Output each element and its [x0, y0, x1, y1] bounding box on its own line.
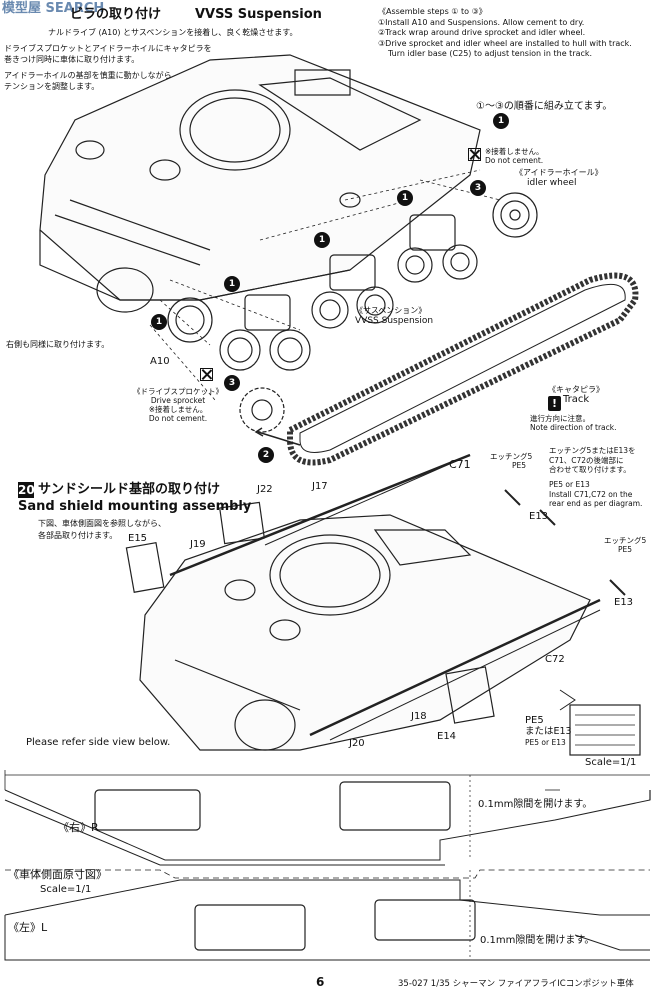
warning-icon: ! [548, 396, 561, 411]
etch-note-en: PE5 or E13 Install C71,C72 on the rear e… [549, 480, 642, 509]
watermark: 模型屋 SEARCH [2, 1, 105, 16]
sprocket-en: Drive sprocket [150, 396, 206, 405]
idler-jp: 《アイドラーホイール》 [515, 168, 603, 177]
no-cement-icon [468, 148, 481, 161]
assembly-step: ②Track wrap around drive sprocket and id… [378, 28, 586, 37]
part-e13-upper: E13 [529, 511, 549, 522]
step-circle-1: 1 [151, 314, 167, 330]
part-j19: J19 [190, 539, 206, 550]
part-a10: A10 [150, 356, 170, 367]
sprocket-no-cement-icon [200, 368, 213, 381]
product-code: 35-027 1/35 シャーマン ファイアフライICコンポジット車体 [398, 979, 634, 989]
etch-note-line: 合わせて取り付けます。 [549, 465, 631, 474]
etch-note-line: エッチング5またはE13を [549, 446, 636, 455]
direction-jp: 進行方向に注意。 [530, 414, 590, 423]
direction-en: Note direction of track. [530, 423, 617, 432]
track-jp: 《キャタピラ》 [548, 385, 604, 394]
side-view-title: 《車体側面原寸図》 [8, 868, 107, 881]
assembly-steps: 《Assemble steps ① to ③》 ①Install A10 and… [378, 7, 632, 60]
intro-line: テンションを調整します。 [4, 82, 100, 91]
part-e15: E15 [128, 533, 148, 544]
step-circle-1: 1 [224, 276, 240, 292]
part-c71: C71 [449, 458, 471, 471]
track-label: 《キャタピラ》 Track [548, 385, 604, 405]
step19-title-en: VVSS Suspension [195, 7, 322, 22]
etch-pe: PE5 [618, 545, 633, 554]
intro-line: ドライブスプロケットとアイドラーホイルにキャタピラを [4, 44, 212, 53]
step-circle-3: 3 [224, 375, 240, 391]
step20-number: 20 [18, 482, 35, 498]
assembly-step: Turn idler base (C25) to adjust tension … [388, 49, 593, 58]
intro-line: ナルドライブ (A10) とサスペンションを接着し、良く乾燥させます。 [48, 28, 298, 37]
pe5-or-e13: PE5 またはE13 PE5 or E13 [525, 715, 572, 748]
pe5-line: またはE13 [525, 726, 572, 737]
etch-label-right: エッチング5 PE5 [604, 536, 646, 554]
no-cement-en: Do not cement. [485, 156, 544, 165]
track-en: Track [563, 394, 590, 405]
step20-scale: Scale=1/1 [585, 757, 637, 768]
assembly-step: ①Install A10 and Suspensions. Allow ceme… [378, 17, 585, 27]
etch-note-jp: エッチング5またはE13を C71、C72の後端部に 合わせて取り付けます。 [549, 446, 636, 475]
assembly-steps-title: 《Assemble steps ① to ③》 [378, 7, 487, 16]
idler-label: 《アイドラーホイール》 idler wheel [515, 168, 603, 188]
pe5-line: PE5 or E13 [525, 738, 566, 747]
track-direction: 進行方向に注意。 Note direction of track. [530, 414, 616, 432]
part-j17: J17 [312, 481, 328, 492]
part-c72: C72 [545, 654, 565, 665]
etch-jp: エッチング5 [490, 452, 533, 461]
assembly-step: ③Drive sprocket and idler wheel are inst… [378, 38, 632, 48]
pe5-line: PE5 [525, 715, 544, 726]
step20-title-en: Sand shield mounting assembly [18, 499, 252, 514]
idler-en: idler wheel [527, 178, 577, 188]
suspension-jp: 《サスペンション》 [355, 306, 427, 315]
sprocket-no-cement-jp: ※接着しません。 [148, 405, 208, 414]
intro-line: アイドラーホイルの基部を慎重に動かしながら [4, 71, 172, 80]
step19-title-jp: ビラの取り付け [70, 7, 162, 22]
sprocket-label: 《ドライブスプロケット》 Drive sprocket ※接着しません。 Do … [133, 387, 223, 423]
part-e13-right: E13 [614, 597, 634, 608]
etch-note-line: PE5 or E13 [549, 480, 590, 489]
part-e14: E14 [437, 731, 457, 742]
intro-line: 各部品取り付けます。 [38, 531, 118, 540]
step-circle-3: 3 [470, 180, 486, 196]
no-cement-note: ※接着しません。 Do not cement. [485, 147, 544, 165]
suspension-label: 《サスペンション》 VVSS Suspension [355, 306, 433, 326]
gap-note-right: 0.1mm隙間を開けます。 [478, 799, 593, 810]
part-j18: J18 [411, 711, 427, 722]
sprocket-jp: 《ドライブスプロケット》 [133, 387, 223, 396]
intro-line: 下図、車体側面図を参照しながら、 [38, 519, 166, 528]
part-j22: J22 [257, 484, 273, 495]
etch-note-line: rear end as per diagram. [549, 499, 643, 508]
etch-note-line: C71、C72の後端部に [549, 455, 624, 465]
step-circle-1: 1 [397, 190, 413, 206]
side-view-scale: Scale=1/1 [40, 884, 92, 895]
gap-note-left: 0.1mm隙間を開けます。 [480, 935, 595, 946]
side-right-label: 《右》R [58, 821, 99, 834]
etch-label-top: エッチング5 PE5 [490, 452, 532, 470]
refer-side-note: Please refer side view below. [26, 737, 171, 748]
no-cement-jp: ※接着しません。 [485, 147, 544, 156]
suspension-en: VVSS Suspension [355, 316, 434, 326]
right-side-note: 右側も同様に取り付けます。 [6, 340, 110, 349]
page-number: 6 [316, 975, 325, 989]
sprocket-no-cement-en: Do not cement. [148, 414, 208, 423]
etch-note-line: Install C71,C72 on the [549, 489, 633, 499]
etch-pe: PE5 [512, 461, 527, 470]
step-circle-1: 1 [314, 232, 330, 248]
intro-line: 巻きつけ同時に車体に取り付けます。 [4, 55, 140, 64]
side-left-label: 《左》L [8, 921, 48, 934]
step20-intro-jp: 下図、車体側面図を参照しながら、 各部品取り付けます。 [38, 518, 166, 542]
step20-title-jp: サンドシールド基部の取り付け [38, 482, 221, 497]
step-circle-1: 1 [493, 113, 509, 129]
order-note: ①～③の順番に組み立てます。 [476, 101, 613, 112]
step-circle-2: 2 [258, 447, 274, 463]
part-j20: J20 [349, 738, 365, 749]
etch-jp: エッチング5 [604, 536, 647, 545]
step19-intro-jp: ナルドライブ (A10) とサスペンションを接着し、良く乾燥させます。 ドライブ… [4, 27, 297, 92]
